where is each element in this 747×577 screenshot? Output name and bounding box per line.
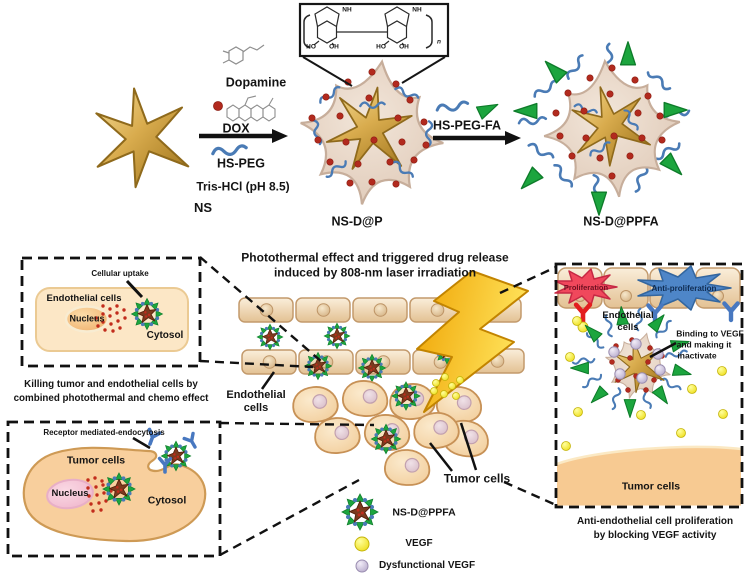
bound-dysfunctional-vegf (608, 338, 666, 384)
cytosol-label-2: Cytosol (147, 494, 187, 507)
legend-icons (341, 493, 379, 573)
polydopamine-structure-box (298, 2, 450, 87)
drug-release-nanostars (370, 373, 464, 455)
proliferation-burst (554, 268, 618, 306)
dox-molecule-dot (213, 101, 223, 111)
nucleus-label-2: Nucleus (51, 488, 89, 500)
pda-ho-2: HO (376, 43, 386, 51)
hs-peg-label: HS-PEG (217, 156, 265, 171)
free-vegf (561, 316, 728, 463)
endothelial-center-line1: Endothelial (226, 389, 286, 402)
receptor-endocytosis-label: Receptor mediated-endocytosis (43, 427, 165, 437)
center-title-line2: induced by 808-nm laser irradiation (273, 265, 477, 280)
endothelial-uptake-panel (35, 279, 189, 352)
tumor-cells-center-label: Tumor cells (443, 471, 511, 486)
reaction-arrow-1 (199, 129, 288, 143)
endothelial-cells-panel-label: Endothelial cells (46, 293, 122, 305)
anti-proliferation-burst (637, 265, 732, 311)
binding-line2: and making it (676, 339, 732, 350)
endothelial-right-line1: Endothelial (602, 310, 654, 322)
binding-line1: Binding to VEGF (676, 328, 744, 339)
endothelial-right-line2: cells (617, 322, 639, 334)
pda-oh-1: OH (329, 43, 339, 51)
right-caption-line2: by blocking VEGF activity (593, 529, 717, 541)
endothelial-label-pointer (260, 371, 276, 390)
ns-dp-nanoparticle (289, 50, 455, 216)
legend-vegf-label: VEGF (405, 537, 433, 549)
dopamine-structure-sketch (222, 44, 265, 65)
tumor-tissue-band (557, 446, 741, 506)
ns-label: NS (193, 200, 213, 216)
anti-proliferation-label: Anti-proliferation (651, 283, 717, 293)
ns-gold-nanostar (86, 81, 194, 194)
binding-line3: inactivate (677, 350, 717, 361)
tumor-cells-panel-label: Tumor cells (66, 454, 126, 467)
legend-nsdppfa-label: NS-D@PPFA (392, 506, 456, 519)
left-caption-line1: Killing tumor and endothelial cells by (24, 378, 198, 390)
cellular-uptake-label: Cellular uptake (91, 268, 149, 278)
vegf-blocking-panel (554, 265, 742, 506)
nucleus-label-1: Nucleus (69, 313, 105, 324)
dopamine-label: Dopamine (225, 75, 287, 90)
tumor-label-pointer-2 (459, 422, 478, 471)
ns-dppfa-label: NS-D@PPFA (583, 214, 659, 229)
tumor-cells-right-label: Tumor cells (621, 480, 681, 493)
tumor-cell-cluster (290, 378, 493, 488)
proliferation-label: Proliferation (563, 283, 609, 293)
endothelial-center-line2: cells (243, 402, 269, 415)
legend-dysfunctional-vegf-label: Dysfunctional VEGF (378, 559, 476, 571)
right-caption-line1: Anti-endothelial cell proliferation (576, 515, 734, 527)
pda-ho-1: HO (306, 43, 316, 51)
ns-dppfa-nanoparticle (513, 41, 691, 216)
ns-dp-label: NS-D@P (331, 214, 383, 229)
tumor-label-pointer-1 (429, 442, 453, 472)
center-title-line1: Photothermal effect and triggered drug r… (241, 250, 509, 265)
cytosol-label-1: Cytosol (146, 329, 184, 341)
pda-nh-1: NH (342, 6, 352, 14)
reaction-arrow-2 (433, 131, 521, 145)
buffer-label: Tris-HCl (pH 8.5) (196, 179, 290, 194)
left-caption-line2: combined photothermal and chemo effect (13, 392, 209, 404)
hs-peg-squiggle (210, 143, 249, 158)
pda-nh-2: NH (412, 6, 422, 14)
pda-oh-2: OH (399, 43, 409, 51)
dashed-callouts (6, 256, 744, 558)
tumor-uptake-panel (22, 427, 207, 543)
pda-n-subscript: n (437, 38, 441, 46)
dox-structure-sketch (226, 95, 276, 122)
dox-label: DOX (222, 121, 250, 136)
hs-peg-fa-label: HS-PEG-FA (432, 118, 502, 133)
hs-peg-fa-glyph (435, 97, 502, 120)
binding-label-pointer (649, 341, 677, 359)
